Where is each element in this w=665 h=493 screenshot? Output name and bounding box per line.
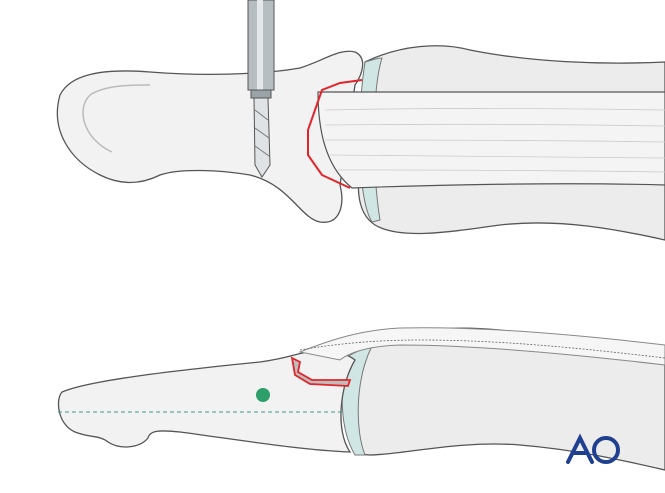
fracture-fragment — [290, 356, 352, 387]
lateral-view — [57, 327, 665, 471]
ao-logo — [566, 433, 620, 464]
distal-phalanx-dorsal — [56, 50, 364, 223]
drill-bit — [247, 0, 275, 178]
dorsal-view — [56, 0, 665, 241]
fracture-line-top — [307, 79, 363, 189]
entry-point-marker — [256, 388, 270, 402]
distal-phalanx-lateral — [57, 350, 356, 453]
nail-contour — [82, 84, 151, 153]
